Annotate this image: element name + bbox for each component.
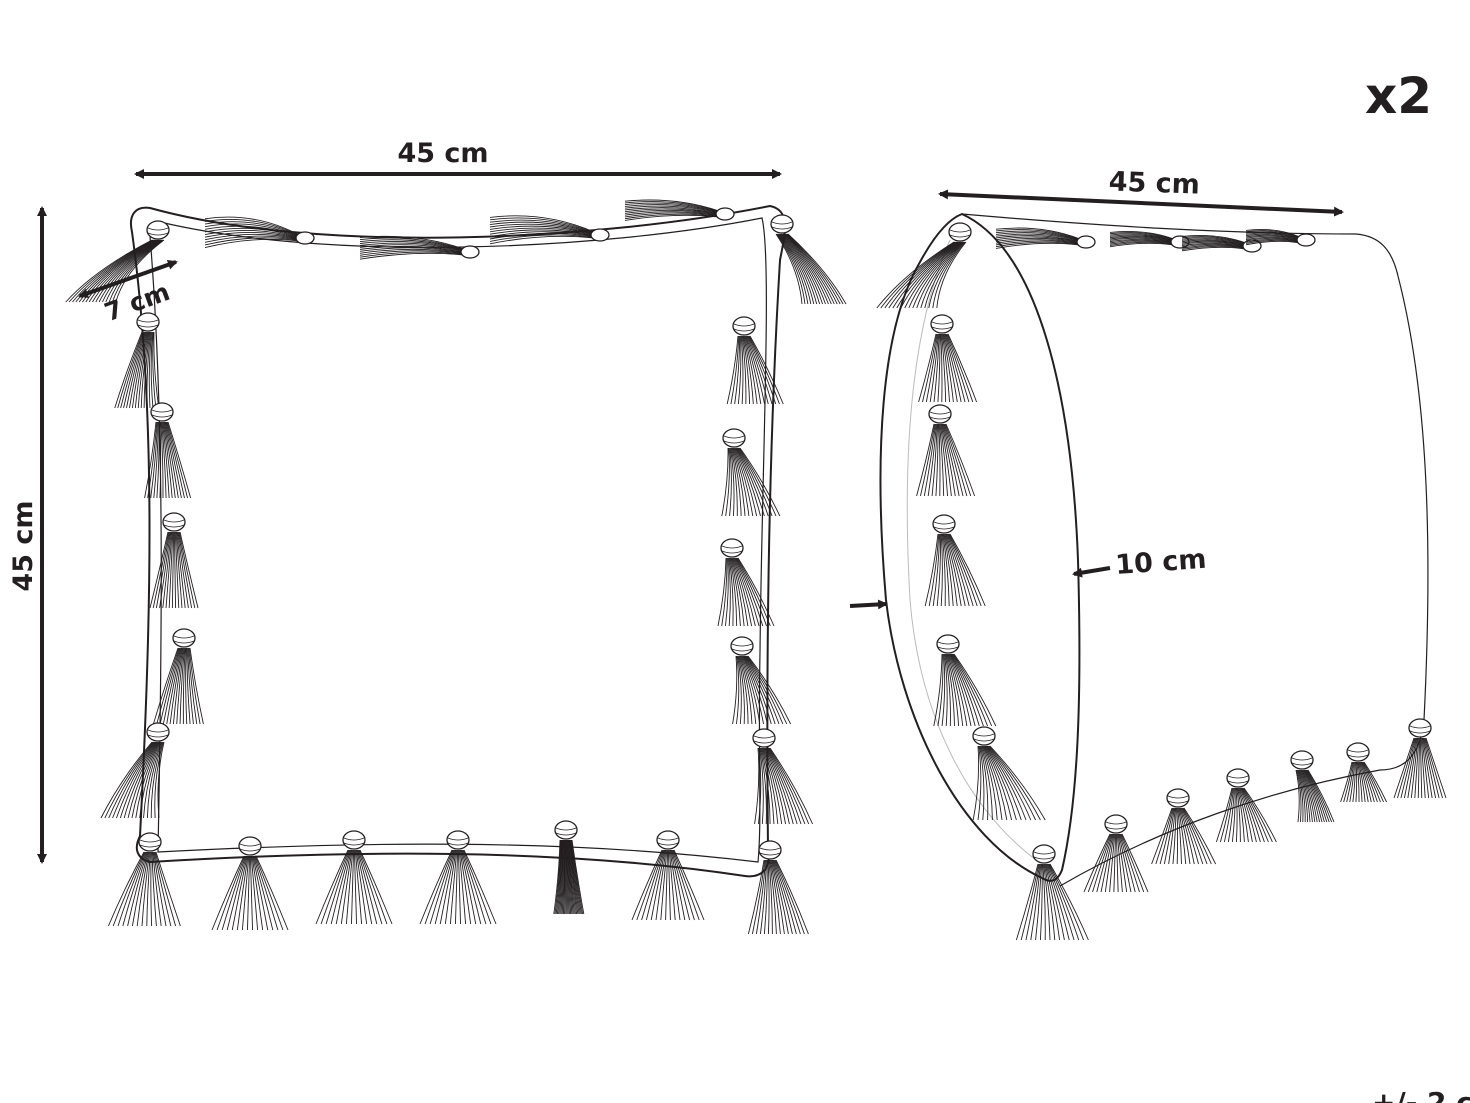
- side-pillow-front-face: [879, 212, 1081, 882]
- front-width-label: 45 cm: [397, 138, 488, 169]
- tassel-icon: [995, 227, 1096, 249]
- tassel-icon: [1015, 844, 1089, 941]
- tassel-icon: [489, 215, 610, 245]
- tassel-icon: [553, 820, 585, 915]
- tassel-length-dimension-line: [78, 259, 178, 299]
- tassel-icon: [1340, 742, 1388, 803]
- front-pillow-seam: [149, 217, 767, 863]
- side-top-tassels: [995, 227, 1316, 253]
- tassel-icon: [770, 214, 847, 305]
- side-pillow-inner-seam: [906, 239, 1037, 861]
- side-width-label: 45 cm: [1108, 166, 1200, 200]
- tassel-icon: [876, 222, 972, 309]
- side-pillow-back-panel: [961, 213, 1429, 887]
- tassel-icon: [100, 722, 170, 819]
- tassel-icon: [1109, 231, 1190, 249]
- side-width-dimension-line: [938, 189, 1344, 217]
- tassel-icon: [315, 830, 393, 925]
- tolerance-note: +/- 2 cm: [1372, 1086, 1470, 1103]
- tassel-icon: [631, 830, 705, 921]
- tassel-icon: [419, 830, 497, 925]
- tassel-icon: [1290, 750, 1335, 823]
- side-depth-pointer-right: [1072, 566, 1111, 578]
- tassel-icon: [717, 538, 775, 627]
- side-depth-label: 10 cm: [1114, 544, 1207, 581]
- tassel-icon: [1245, 229, 1316, 247]
- tassel-icon: [924, 514, 986, 607]
- tassel-icon: [152, 628, 204, 725]
- tassel-icon: [1083, 814, 1149, 893]
- tassel-icon: [359, 235, 480, 260]
- tassel-icon: [624, 199, 735, 221]
- tassel-icon: [918, 314, 978, 403]
- tassel-icon: [972, 726, 1046, 821]
- tassel-icon: [726, 316, 784, 405]
- side-depth-pointer-left: [849, 599, 888, 610]
- tassel-icon: [211, 836, 289, 931]
- tassel-icon: [933, 634, 997, 727]
- tassel-icon: [149, 512, 199, 609]
- side-hanging-tassels: [876, 222, 1447, 941]
- tassel-icon: [1151, 788, 1217, 865]
- front-pillow-outline: [130, 204, 786, 878]
- tassel-icon: [107, 832, 181, 927]
- front-height-label: 45 cm: [8, 500, 39, 591]
- tassel-icon: [114, 312, 160, 409]
- tassel-icon: [1393, 718, 1447, 799]
- quantity-badge: x2: [1365, 67, 1432, 125]
- front-hanging-tassels: [65, 214, 847, 935]
- tassel-icon: [747, 840, 809, 935]
- tassel-icon: [752, 728, 814, 825]
- tassel-icon: [916, 404, 976, 497]
- tassel-icon: [204, 216, 315, 249]
- tassel-icon: [1215, 768, 1277, 843]
- front-top-tassels: [204, 199, 735, 260]
- side-pillow: [876, 212, 1447, 941]
- tassel-icon: [721, 428, 781, 517]
- front-pillow: [65, 199, 847, 935]
- tassel-icon: [144, 402, 192, 499]
- tassel-icon: [730, 636, 792, 725]
